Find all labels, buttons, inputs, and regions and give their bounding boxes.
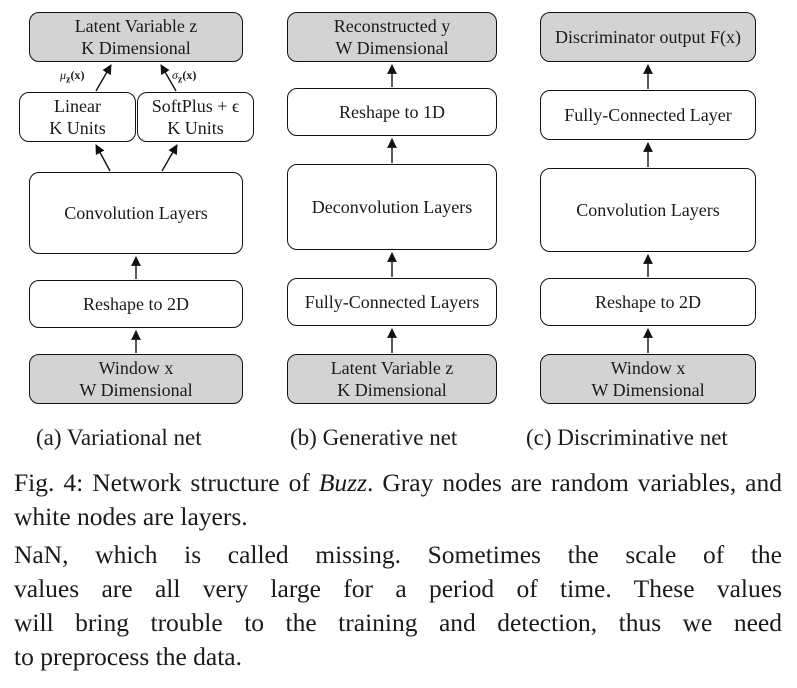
mu-edge-label: μz(x) bbox=[60, 68, 85, 86]
figure-caption: Fig. 4: Network structure of Buzz. Gray … bbox=[14, 466, 782, 534]
discriminative-output-label: Discriminator output F(x) bbox=[555, 27, 741, 47]
variational-latent-label: Latent Variable z K Dimensional bbox=[74, 16, 198, 58]
generative-fc-label: Fully-Connected Layers bbox=[304, 292, 480, 312]
variational-linear-label: Linear K Units bbox=[49, 96, 106, 138]
subcaption-discriminative: (c) Discriminative net bbox=[526, 425, 728, 450]
body-line-3: will bring trouble to the training and d… bbox=[14, 608, 782, 637]
variational-window-node: Window x W Dimensional bbox=[29, 354, 243, 404]
subcaption-generative: (b) Generative net bbox=[290, 425, 458, 450]
variational-softplus-label: SoftPlus + ϵ K Units bbox=[151, 96, 240, 138]
body-paragraph: NaN, which is called missing. Sometimes … bbox=[14, 538, 782, 674]
generative-reshape-node: Reshape to 1D bbox=[287, 88, 497, 136]
discriminative-reshape-node: Reshape to 2D bbox=[540, 278, 756, 326]
generative-reshape-label: Reshape to 1D bbox=[339, 102, 445, 122]
generative-recon-node: Reconstructed y W Dimensional bbox=[287, 12, 497, 62]
arrow-linear-to-latent bbox=[95, 64, 112, 92]
arrow-conv-to-linear bbox=[95, 144, 111, 172]
variational-window-label: Window x W Dimensional bbox=[79, 358, 193, 400]
discriminative-fc-label: Fully-Connected Layer bbox=[564, 105, 732, 125]
body-line-2: values are all very large for a period o… bbox=[14, 574, 782, 603]
variational-conv-label: Convolution Layers bbox=[64, 203, 208, 223]
caption-suffix: . Gray nodes are random variables, and w… bbox=[14, 468, 783, 531]
variational-latent-node: Latent Variable z K Dimensional bbox=[29, 12, 243, 62]
generative-deconv-label: Deconvolution Layers bbox=[311, 197, 473, 217]
arrow-softplus-to-latent bbox=[160, 64, 177, 92]
variational-softplus-node: SoftPlus + ϵ K Units bbox=[137, 92, 254, 142]
variational-linear-node: Linear K Units bbox=[19, 92, 136, 142]
discriminative-window-label: Window x W Dimensional bbox=[591, 358, 705, 400]
subcaption-variational: (a) Variational net bbox=[36, 425, 202, 450]
generative-latent-node: Latent Variable z K Dimensional bbox=[287, 354, 497, 404]
network-structure-diagram: Latent Variable z K Dimensional μz(x) σz… bbox=[19, 12, 756, 404]
discriminative-conv-label: Convolution Layers bbox=[576, 200, 720, 220]
generative-deconv-node: Deconvolution Layers bbox=[287, 164, 497, 250]
generative-recon-label: Reconstructed y W Dimensional bbox=[333, 16, 451, 58]
variational-conv-node: Convolution Layers bbox=[29, 172, 243, 254]
edge-arrows bbox=[95, 64, 653, 353]
variational-reshape-node: Reshape to 2D bbox=[29, 280, 243, 328]
sigma-edge-label: σz(x) bbox=[172, 68, 197, 86]
discriminative-conv-node: Convolution Layers bbox=[540, 168, 756, 252]
discriminative-fc-node: Fully-Connected Layer bbox=[540, 90, 756, 140]
discriminative-reshape-label: Reshape to 2D bbox=[595, 292, 701, 312]
body-line-1: NaN, which is called missing. Sometimes … bbox=[14, 540, 782, 569]
variational-reshape-label: Reshape to 2D bbox=[83, 294, 189, 314]
discriminative-output-node: Discriminator output F(x) bbox=[540, 12, 756, 62]
caption-prefix: Fig. 4: Network structure of bbox=[14, 468, 319, 497]
caption-system-name: Buzz bbox=[318, 468, 368, 497]
discriminative-window-node: Window x W Dimensional bbox=[540, 354, 756, 404]
generative-latent-label: Latent Variable z K Dimensional bbox=[330, 358, 454, 400]
generative-fc-node: Fully-Connected Layers bbox=[287, 278, 497, 326]
arrow-conv-to-softplus bbox=[161, 144, 178, 172]
body-line-4: to preprocess the data. bbox=[14, 642, 242, 671]
